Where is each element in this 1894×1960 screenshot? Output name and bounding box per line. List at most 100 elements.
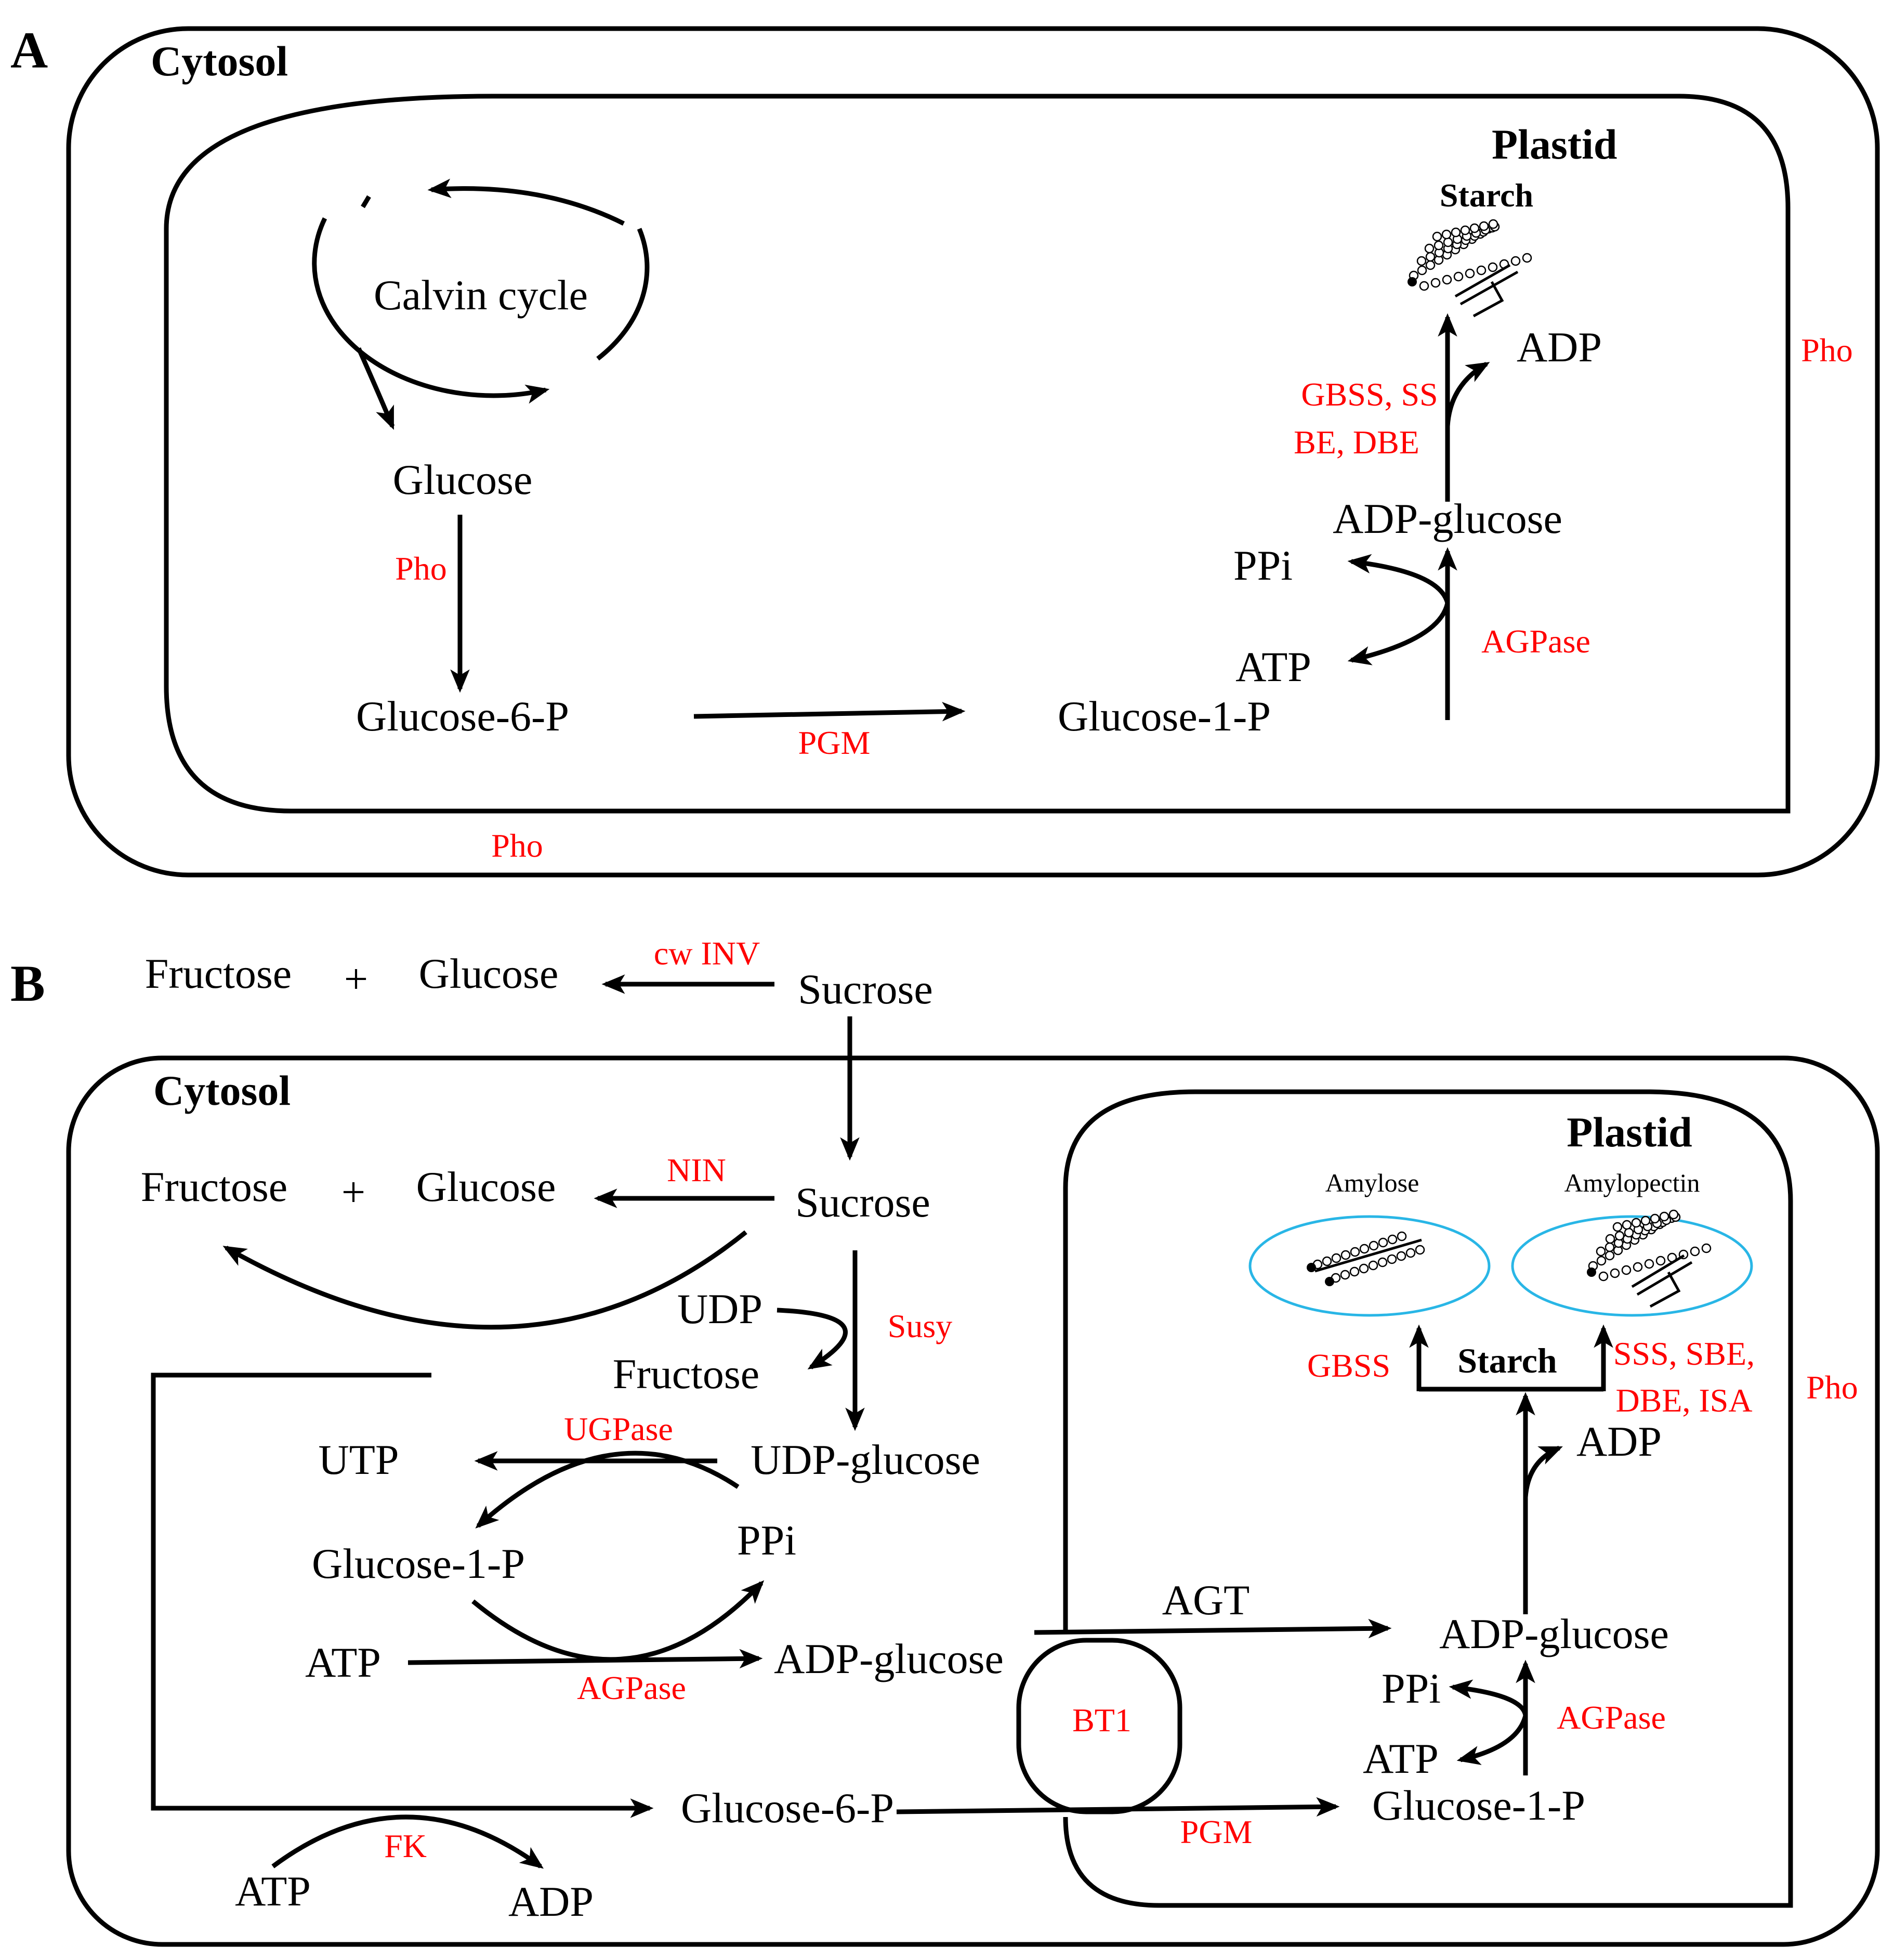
bt1: BT1 (1072, 1702, 1132, 1739)
pho-right-a: Pho (1801, 332, 1853, 369)
glucose-bead (1369, 1240, 1379, 1251)
arrow-sucrose-to-fructose-curve (222, 1230, 747, 1330)
glucose-1-p-cyt: Glucose-1-P (312, 1540, 525, 1587)
glucose-in: Glucose (416, 1163, 556, 1210)
be-dbe-a: BE, DBE (1294, 424, 1419, 461)
agpase-a: AGPase (1481, 623, 1590, 660)
glucose-bead (1377, 1257, 1388, 1268)
panel-b: B Fructose + Glucose cw INV Sucrose Cyto… (10, 935, 1880, 1947)
plastid-boundary-b (1063, 1089, 1793, 1908)
sucrose-out: Sucrose (798, 965, 933, 1013)
glucose-bead (1604, 1242, 1615, 1252)
nin: NIN (667, 1152, 726, 1188)
glucose-bead (1340, 1250, 1351, 1260)
panel-a: A Cytosol Plastid Calvin cycle Glucose P… (10, 21, 1880, 878)
glucose-bead (1387, 1234, 1398, 1245)
ppi-a: PPi (1233, 542, 1293, 589)
glucose-bead (1387, 1254, 1397, 1264)
plus-out: + (344, 955, 368, 1002)
arrow-udp-fructose (777, 1308, 848, 1369)
sss-sbe: SSS, SBE, (1613, 1335, 1755, 1372)
glucose-bead (1596, 1256, 1607, 1266)
glucose-bead (1633, 1262, 1643, 1272)
glucose-bead (1522, 253, 1532, 263)
glucose-bead (1622, 1220, 1632, 1230)
agpase-cyt: AGPase (577, 1669, 686, 1706)
glucose-bead (1331, 1253, 1341, 1263)
glucose-bead (1644, 1259, 1654, 1269)
arrow-agpase-cyt (407, 1649, 763, 1669)
arrow-ppi-out-a (1347, 554, 1450, 604)
glucose-bead (1655, 1256, 1666, 1266)
glucose-bead (1598, 1271, 1609, 1282)
glucose-bead (1605, 1234, 1615, 1244)
glucose-bead (1460, 225, 1470, 236)
glucose-bead (1433, 240, 1444, 251)
udp: UDP (677, 1285, 762, 1332)
atp-pl: ATP (1363, 1735, 1439, 1782)
dbe-isa: DBE, ISA (1615, 1382, 1752, 1419)
glucose-bead (1476, 265, 1487, 276)
cytosol-label-b: Cytosol (153, 1067, 291, 1114)
gbss-b: GBSS (1307, 1347, 1390, 1384)
glucose-bead (1441, 229, 1452, 240)
adp-glucose-a: ADP-glucose (1333, 495, 1562, 542)
amylopectin-label: Amylopectin (1564, 1168, 1700, 1197)
glucose-bead (1424, 243, 1435, 254)
pho-b: Pho (1806, 1369, 1858, 1406)
pgm-b: PGM (1180, 1813, 1253, 1850)
fructose-susy: Fructose (613, 1350, 759, 1397)
ppi-cyt: PPi (737, 1517, 796, 1564)
glucose-bead (1396, 1251, 1406, 1261)
plus-in: + (341, 1168, 365, 1216)
cytosol-boundary-a (66, 26, 1880, 878)
calvin-cycle-loop (312, 178, 650, 430)
glucose-bead (1668, 1209, 1679, 1220)
adp-glucose-cyt: ADP-glucose (774, 1635, 1004, 1682)
glucose-bead (1621, 1265, 1632, 1275)
glucose-bead (1349, 1266, 1360, 1277)
glucose-bead (1416, 256, 1427, 266)
glucose-bead (1350, 1247, 1360, 1257)
glucose-bead (1442, 275, 1452, 285)
glucose-bead (1359, 1263, 1369, 1274)
pho-inner-a: Pho (395, 550, 447, 587)
plastid-label-a: Plastid (1492, 121, 1617, 168)
amylose-glyph (1307, 1231, 1425, 1286)
calvin-cycle-label: Calvin cycle (374, 271, 588, 319)
glucose-bead (1659, 1211, 1669, 1222)
glucose-bead (1650, 1213, 1660, 1224)
ppi-pl: PPi (1382, 1665, 1441, 1712)
glucose-bead (1419, 281, 1429, 291)
glucose-bead (1640, 1216, 1651, 1226)
sucrose-in: Sucrose (795, 1179, 930, 1226)
glucose-bead (1453, 271, 1464, 282)
glucose-bead (1417, 265, 1427, 276)
glucose-bead (1604, 1250, 1615, 1261)
glucose-bead (1359, 1244, 1370, 1254)
atp-cyt: ATP (305, 1639, 381, 1686)
adp-a: ADP (1517, 323, 1602, 371)
glucose-bead (1451, 227, 1461, 238)
glucose-bead (1397, 1231, 1407, 1242)
glucose-bead (1465, 268, 1475, 279)
glucose-bead (1322, 1256, 1332, 1266)
glucose-bead (1624, 1227, 1634, 1238)
adp-glucose-pl: ADP-glucose (1439, 1610, 1669, 1657)
glucose-6-p-b: Glucose-6-P (681, 1784, 894, 1832)
panel-b-letter: B (10, 955, 45, 1012)
glucose-bead (1430, 278, 1441, 288)
panel-a-letter: A (10, 21, 48, 79)
fructose-out: Fructose (145, 950, 292, 997)
glucose-a: Glucose (393, 456, 533, 503)
susy: Susy (888, 1308, 953, 1344)
starch-label-b: Starch (1457, 1341, 1557, 1380)
adp-pl: ADP (1576, 1418, 1662, 1465)
arrow-adp-pl (1523, 1445, 1563, 1498)
pho-bottom-a: Pho (491, 827, 543, 864)
glucose-bead (1432, 231, 1442, 242)
glucose-bead (1443, 237, 1453, 247)
glucose-1-p-pl: Glucose-1-P (1372, 1782, 1585, 1829)
starch-label-a: Starch (1440, 177, 1533, 214)
glucose-bead (1701, 1243, 1712, 1253)
